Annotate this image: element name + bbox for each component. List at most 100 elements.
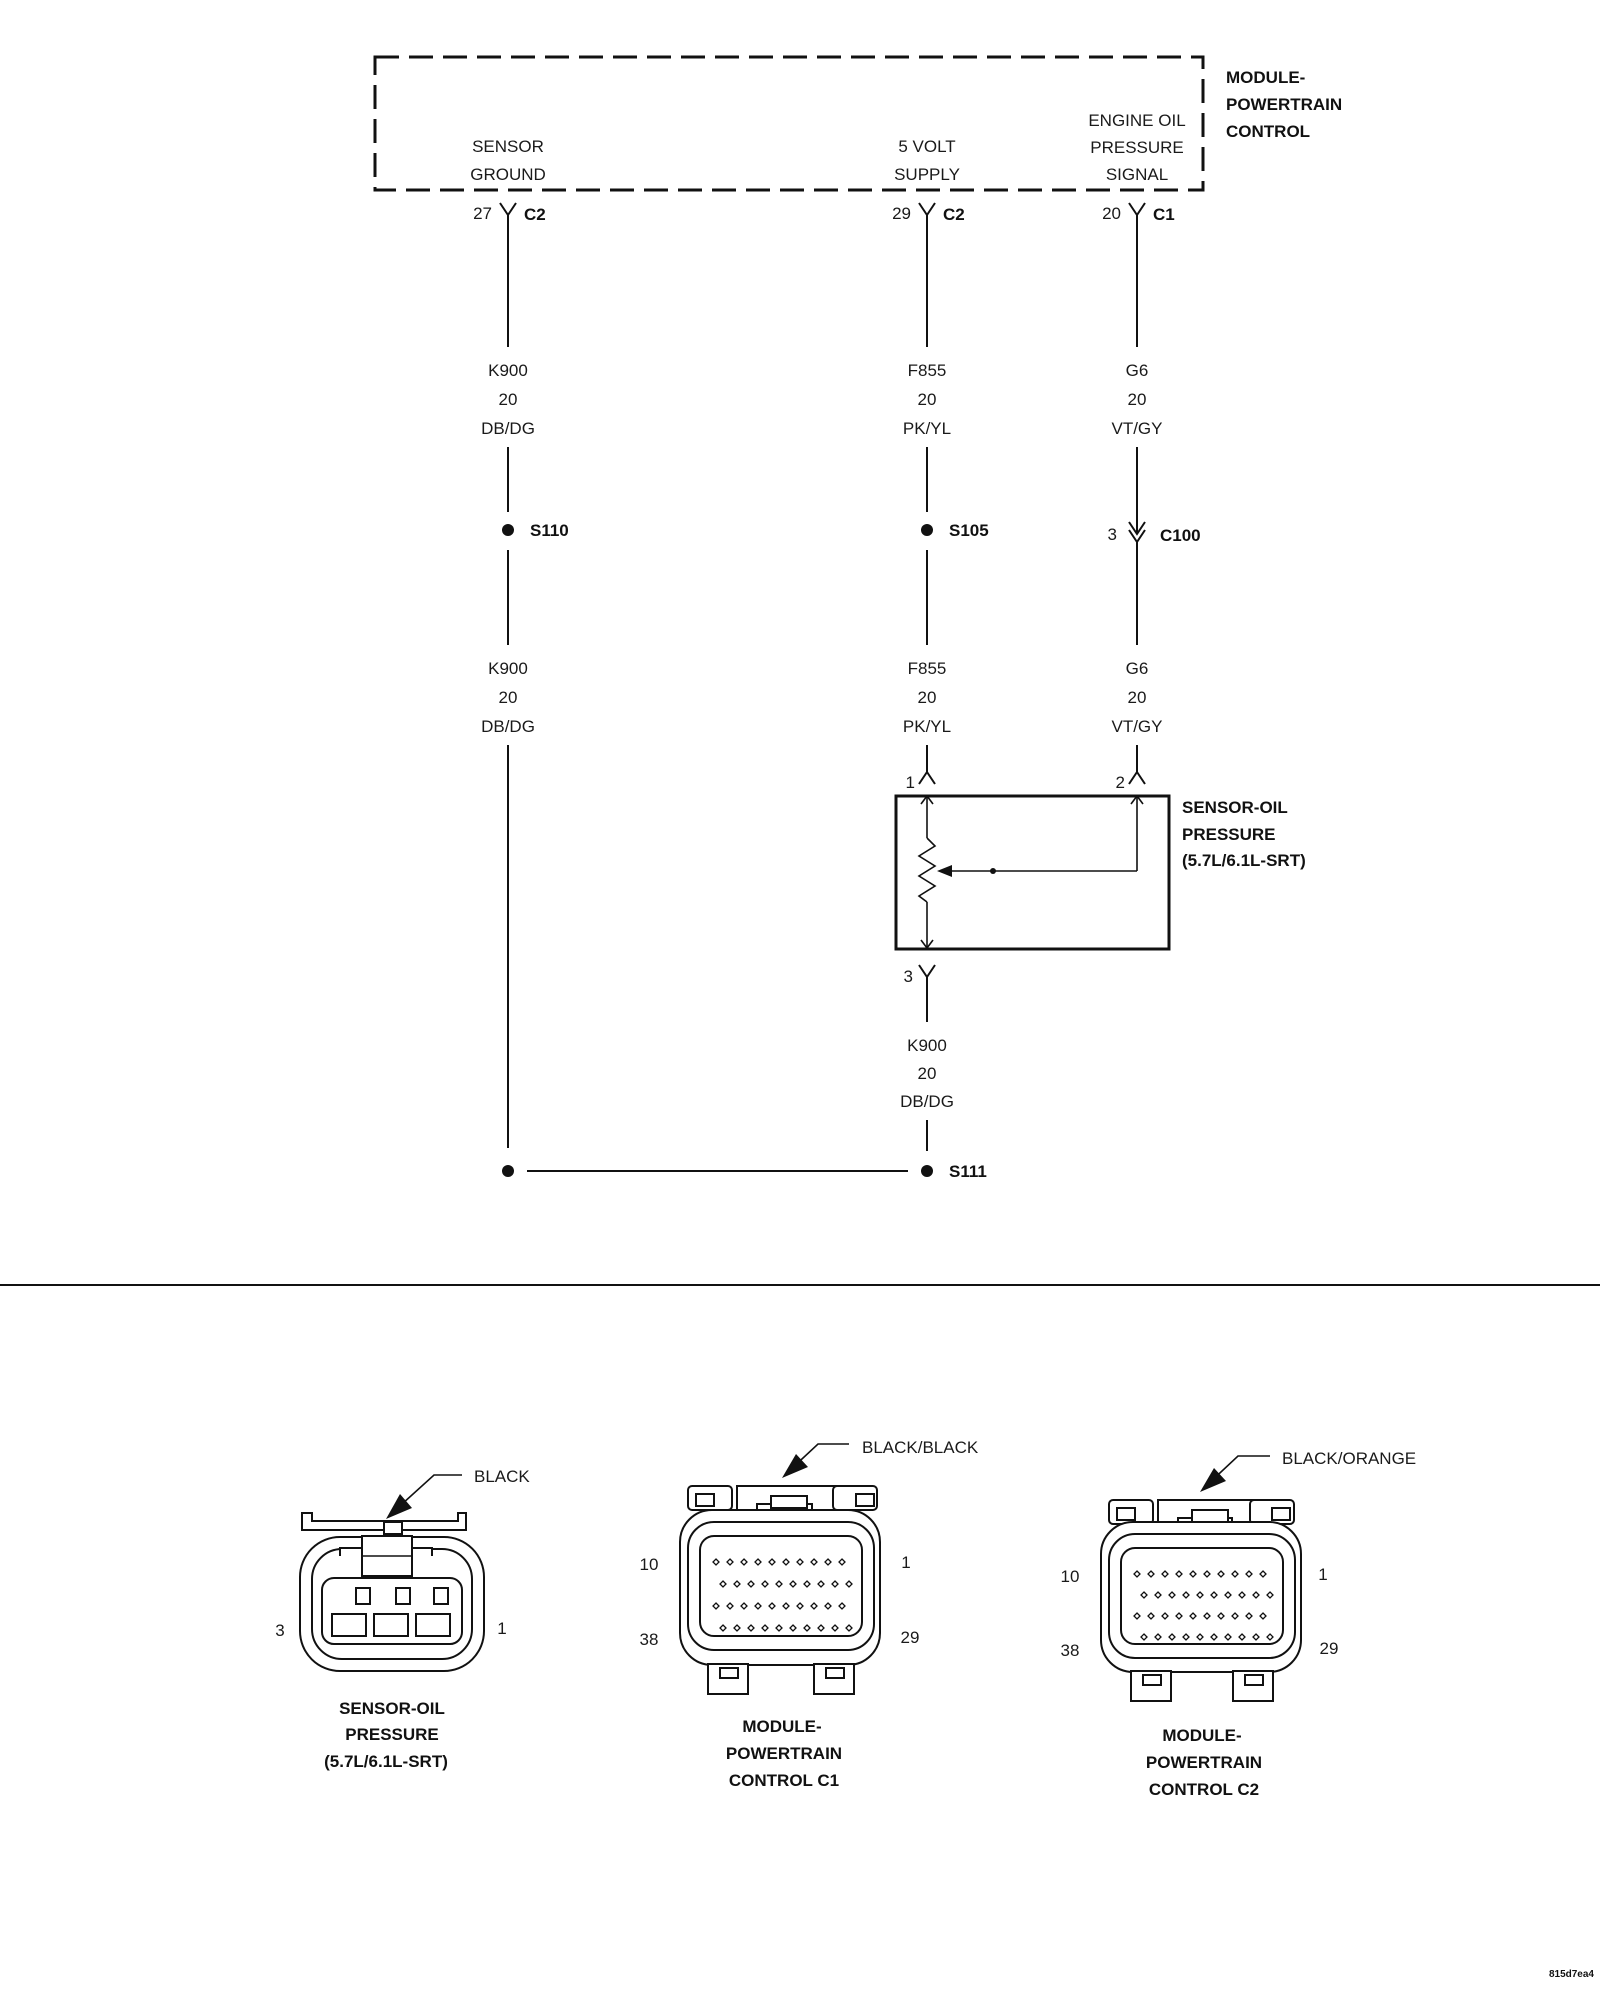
pin-cavity [1266,1633,1274,1641]
wire-color: VT/GY [1111,419,1162,438]
pin-label-right: 1 [497,1619,506,1638]
terminal-27-c2: 27 C2 [473,202,546,224]
pin-cavity [1182,1591,1190,1599]
pin-cavity [1252,1633,1260,1641]
pin-label-top-left: 10 [1061,1567,1080,1586]
terminal-29-c2: 29 C2 [892,202,965,224]
pin-cavity [1140,1633,1148,1641]
wire-color: DB/DG [900,1092,954,1111]
pin-cavity [1266,1591,1274,1599]
caption-line-1: MODULE- [742,1717,821,1736]
pin-cavity [1259,1570,1267,1578]
pin-cavity [1231,1570,1239,1578]
circuit-k900-sensor-ground: 3 K900 20 DB/DG S111 [900,964,987,1181]
pin-cavity [1217,1570,1225,1578]
pin-cavity [1175,1612,1183,1620]
pin-cavity [796,1558,804,1566]
pin-cavity [1203,1612,1211,1620]
pin-label-top-left: 10 [640,1555,659,1574]
pin-cavity [803,1580,811,1588]
pin-cavity [1182,1633,1190,1641]
caption-line-3: (5.7L/6.1L-SRT) [324,1752,448,1771]
pin-cavity [838,1558,846,1566]
terminal-pin-number: 29 [892,204,911,223]
pin-cavity [712,1558,720,1566]
connector-color-label: BLACK/ORANGE [1282,1449,1416,1468]
circuit-f855: F855 20 PK/YL S105 F855 20 PK/YL 1 [903,214,989,792]
pin-cavity [1140,1591,1148,1599]
inline-connector-name: C100 [1160,526,1201,545]
terminal-connector-name: C1 [1153,205,1175,224]
caption-line-1: MODULE- [1162,1726,1241,1745]
pin-cavity [754,1602,762,1610]
pin-cavity [747,1580,755,1588]
sensor-name-line-3: (5.7L/6.1L-SRT) [1182,851,1306,870]
pin-cavity [726,1558,734,1566]
pin-label-oil-signal-1: ENGINE OIL [1088,111,1185,130]
pin-label-sensor-ground-2: GROUND [470,165,546,184]
pin-cavity [782,1602,790,1610]
sensor-pin-2-label: 2 [1116,773,1125,792]
pin-cavity [831,1580,839,1588]
wire-color: VT/GY [1111,717,1162,736]
pin-label-bottom-left: 38 [1061,1641,1080,1660]
pin-cavity [1238,1633,1246,1641]
pin-cavity [775,1624,783,1632]
pin-cavity [1168,1633,1176,1641]
wire-id: K900 [907,1036,947,1055]
pin-cavity [810,1558,818,1566]
pin-cavity [803,1624,811,1632]
pin-grid [1133,1570,1274,1641]
wire-gauge: 20 [1128,390,1147,409]
pin-cavity [1168,1591,1176,1599]
pin-cavity [1245,1570,1253,1578]
pin-cavity [845,1580,853,1588]
wire-gauge: 20 [499,688,518,707]
pin-label-bottom-right: 29 [1320,1639,1339,1658]
caption-line-3: CONTROL C1 [729,1771,839,1790]
connector-color-label: BLACK/BLACK [862,1438,979,1457]
pin-label-oil-signal-3: SIGNAL [1106,165,1168,184]
terminal-pin-number: 27 [473,204,492,223]
pin-cavity [768,1602,776,1610]
caption-line-2: PRESSURE [345,1725,439,1744]
terminal-20-c1: 20 C1 [1102,202,1175,224]
pin-cavity [1224,1633,1232,1641]
wire-id: F855 [908,361,947,380]
module-powertrain-control-box: MODULE- POWERTRAIN CONTROL SENSOR GROUND… [373,55,1342,192]
pin-label-bottom-right: 29 [901,1628,920,1647]
pin-cavity [1252,1591,1260,1599]
pin-cavity [831,1624,839,1632]
pin-cavity [1245,1612,1253,1620]
pin-cavity [1147,1570,1155,1578]
pin-cavity [1224,1591,1232,1599]
pin-cavity [810,1602,818,1610]
pin-cavity [1217,1612,1225,1620]
splice-s110-dot [502,524,514,536]
wire-id: G6 [1126,659,1149,678]
pin-label-sensor-ground-1: SENSOR [472,137,544,156]
pin-cavity [733,1580,741,1588]
pin-cavity [1196,1633,1204,1641]
splice-s110-label: S110 [530,521,569,540]
circuit-g6: G6 20 VT/GY 3 C100 G6 20 VT/GY 2 [1108,214,1201,792]
wire-id: K900 [488,361,528,380]
wire-color: DB/DG [481,717,535,736]
pin-label-left: 3 [275,1621,284,1640]
pin-cavity [796,1602,804,1610]
pin-cavity [768,1558,776,1566]
splice-s105-label: S105 [949,521,989,540]
pin-cavity [789,1624,797,1632]
caption-line-1: SENSOR-OIL [339,1699,445,1718]
module-name-line-3: CONTROL [1226,122,1310,141]
wire-id: F855 [908,659,947,678]
connector-view-pcm-c2: BLACK/ORANGE 10 1 38 29 MODULE- POWERTRA… [1061,1449,1417,1799]
pin-cavity [761,1624,769,1632]
circuit-k900-left: K900 20 DB/DG S110 K900 20 DB/DG [481,214,908,1177]
sensor-name-line-1: SENSOR-OIL [1182,798,1288,817]
terminal-connector-name: C2 [943,205,965,224]
pin-label-oil-signal-2: PRESSURE [1090,138,1184,157]
pin-label-5v-supply-1: 5 VOLT [898,137,955,156]
caption-line-3: CONTROL C2 [1149,1780,1259,1799]
